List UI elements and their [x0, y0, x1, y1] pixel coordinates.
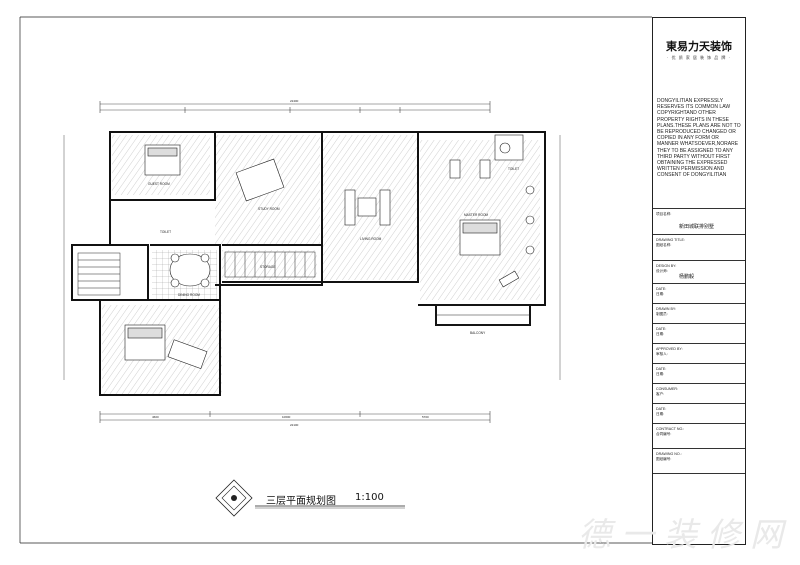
drawn-by-cn: 制图员: [656, 312, 668, 316]
balcony [435, 304, 531, 326]
date-row-1: DATE: 日期: [653, 283, 745, 296]
room-label-master-room: MASTER ROOM [464, 213, 488, 217]
project-name: 新田城联排别墅 [679, 224, 715, 230]
floor-hatch [102, 135, 540, 395]
date-cn-2: 日期: [656, 332, 665, 336]
dim-bottom-total: 22100 [290, 423, 299, 427]
contract-cn: 合同编号: [656, 432, 672, 436]
designer-name: 杨鹏毅 [679, 274, 695, 280]
copyright-notice: DONGYILITIAN EXPRESSLY RESERVES ITS COMM… [657, 98, 741, 179]
date-label-2: DATE: [656, 327, 667, 331]
drawing-title-label: DRAWING TITLE: [656, 238, 685, 242]
date-row-4: DATE: 日期: [653, 403, 745, 416]
stairs [77, 251, 316, 296]
room-label-toilet: TOILET [160, 230, 171, 234]
consumer-label: CONSUMER: [656, 387, 678, 391]
date-label-1: DATE: [656, 287, 667, 291]
company-subtitle: · 优 质 家 居 装 饰 品 牌 · [667, 55, 731, 60]
date-row-2: DATE: 日期: [653, 323, 745, 336]
plan-scale: 1:100 [355, 492, 384, 503]
contract-label: CONTRACT NO.: [656, 427, 685, 431]
drawing-no-row: DRAWING NO.: 图纸编号: [653, 448, 745, 461]
walls [71, 131, 546, 396]
furniture [124, 134, 535, 369]
date-cn-3: 日期: [656, 372, 665, 376]
dim-top-total: 22400 [290, 99, 299, 103]
drawing-title-cn: 图纸名称: [656, 243, 672, 247]
room-label-toilet-2: TOILET [508, 167, 519, 171]
room-label-guest-room: GUEST ROOM [148, 182, 170, 186]
floor-plan: 22400 22100 4600 10600 5700 [63, 99, 561, 427]
dim-bottom-1: 4600 [152, 415, 159, 419]
room-label-dining-room: DINING ROOM [178, 293, 200, 297]
drawn-by-label: DRAWN BY: [656, 307, 677, 311]
design-by-label: DESIGN BY: [656, 264, 677, 268]
dimension-lines [63, 101, 561, 423]
room-labels: GUEST ROOM TOILET STUDY ROOM STORAGE DIN… [148, 167, 519, 335]
title-block: 東易力天装饰 · 优 质 家 居 装 饰 品 牌 · DONGYILITIAN … [652, 17, 746, 545]
date-label-3: DATE: [656, 367, 667, 371]
consumer-cn: 客户: [656, 392, 665, 396]
date-cn-1: 日期: [656, 292, 665, 296]
room-label-study-room: STUDY ROOM [258, 207, 280, 211]
contract-row: CONTRACT NO.: 合同编号: [653, 423, 745, 436]
drawn-by-row: DRAWN BY: 制图员: [653, 303, 745, 316]
designer-cn-label: 设计师: [656, 269, 668, 273]
plan-title: 三层平面规划图 [266, 496, 336, 507]
watermark-text: 德一装修网 [578, 515, 793, 554]
approved-label: APPROVED BY: [656, 347, 683, 351]
room-label-storage: STORAGE [260, 265, 276, 269]
dim-bottom-2: 10600 [282, 415, 291, 419]
drawing-no-cn: 图纸编号: [656, 457, 672, 461]
footer-row [653, 473, 745, 474]
date-label-4: DATE: [656, 407, 667, 411]
approved-cn: 审核人: [656, 352, 668, 356]
project-row: 项目名称: 新田城联排别墅 [653, 208, 745, 230]
designer-row: DESIGN BY: 设计师: 杨鹏毅 [653, 260, 745, 280]
drawing-title-row: DRAWING TITLE: 图纸名称: [653, 234, 745, 247]
title-emblem-icon [215, 479, 253, 517]
drawing-no-label: DRAWING NO.: [656, 452, 682, 456]
room-label-living-room: LIVING ROOM [360, 237, 382, 241]
dim-bottom-3: 5700 [422, 415, 429, 419]
date-cn-4: 日期: [656, 412, 665, 416]
company-logo: 東易力天装饰 · 优 质 家 居 装 饰 品 牌 · [657, 38, 741, 61]
date-row-3: DATE: 日期: [653, 363, 745, 376]
room-label-balcony: BALCONY [470, 331, 486, 335]
company-name: 東易力天装饰 [666, 40, 732, 53]
consumer-row: CONSUMER: 客户: [653, 383, 745, 396]
approved-row: APPROVED BY: 审核人: [653, 343, 745, 356]
title-underline [255, 505, 405, 509]
project-label: 项目名称: [656, 212, 672, 216]
